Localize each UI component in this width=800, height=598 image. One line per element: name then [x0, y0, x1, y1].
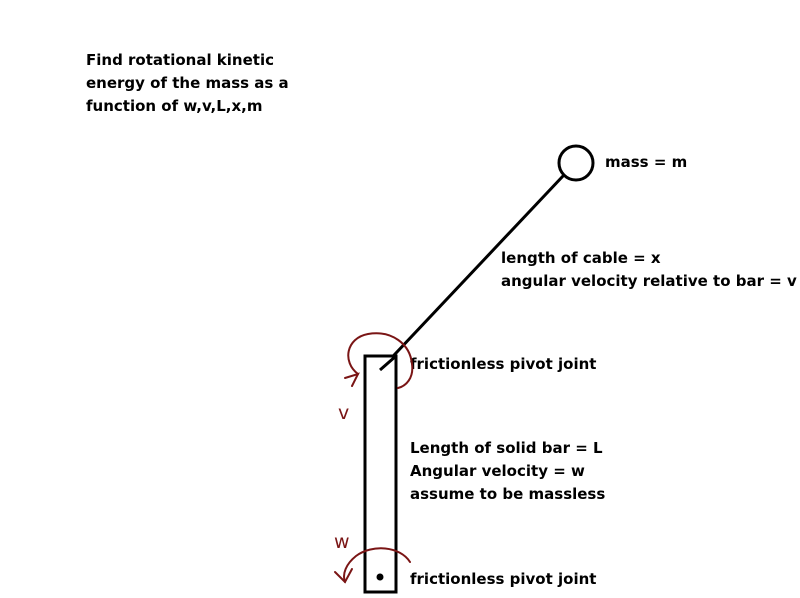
- mass-label: mass = m: [605, 153, 687, 171]
- cable-velocity-label: angular velocity relative to bar = v: [501, 272, 797, 290]
- solid-bar: [363, 354, 398, 594]
- bar-velocity-label: Angular velocity = w: [410, 462, 585, 480]
- problem-line-3: function of w,v,L,x,m: [86, 97, 262, 115]
- w-symbol: w: [334, 531, 350, 553]
- v-rotation-arrow-icon: [344, 332, 414, 389]
- bar-length-label: Length of solid bar = L: [410, 439, 603, 457]
- problem-statement: Find rotational kinetic energy of the ma…: [86, 51, 289, 115]
- w-rotation-arrow-icon: [334, 547, 411, 584]
- top-joint-label: frictionless pivot joint: [410, 355, 596, 373]
- bottom-joint-label: frictionless pivot joint: [410, 570, 596, 588]
- problem-line-2: energy of the mass as a: [86, 74, 289, 92]
- bottom-pivot-dot: [376, 573, 384, 581]
- top-pivot-joint: [379, 354, 397, 372]
- bar-massless-label: assume to be massless: [410, 485, 605, 503]
- cable-line: [378, 174, 565, 372]
- cable-length-label: length of cable = x: [501, 249, 661, 267]
- v-symbol: v: [338, 402, 349, 424]
- problem-line-1: Find rotational kinetic: [86, 51, 274, 69]
- mass-circle: [557, 144, 595, 182]
